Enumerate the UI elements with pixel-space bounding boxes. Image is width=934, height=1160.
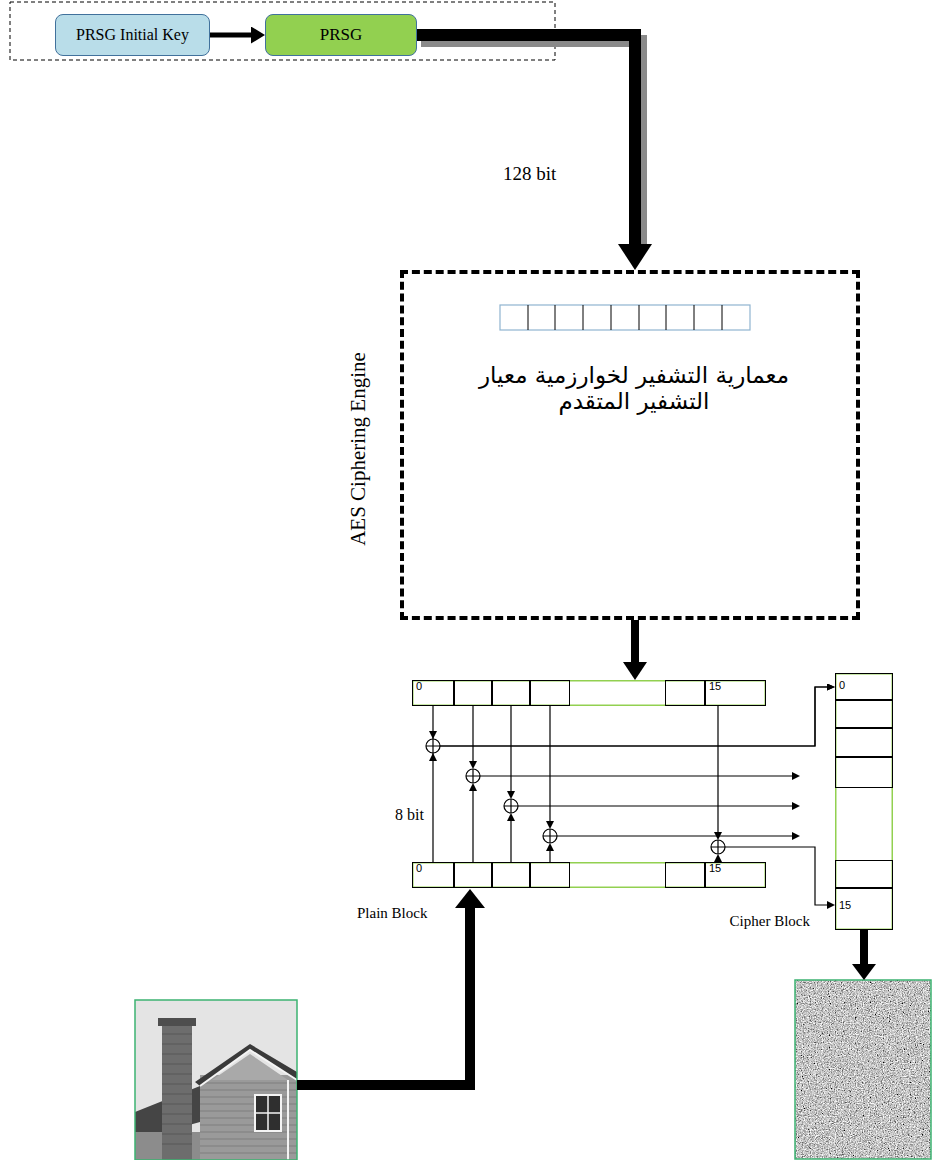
- register-cell: [666, 681, 705, 706]
- register-cell: [666, 863, 705, 888]
- state-register: [500, 305, 750, 330]
- register-cell: [836, 889, 893, 930]
- arrow-shadow: [421, 41, 641, 250]
- register-cell: [531, 863, 570, 888]
- key-box: PRSG Initial Key: [55, 14, 210, 56]
- image-arrows: [297, 889, 876, 1085]
- bit-width-label: 8 bit: [395, 806, 424, 824]
- register-cell: [836, 701, 893, 728]
- house-image: [135, 1000, 297, 1160]
- cipher-noise-image: [795, 980, 931, 1159]
- register-cell: [836, 758, 893, 788]
- byte-index: 0: [416, 680, 422, 692]
- bus-width-label: 128 bit: [503, 163, 556, 185]
- plain-block-register: 015Plain Block: [412, 862, 766, 888]
- register-cell: [413, 863, 454, 888]
- register-cell: [455, 681, 492, 706]
- register-cell: [493, 681, 530, 706]
- register-cell: [413, 681, 454, 706]
- xor-wire: [433, 687, 827, 862]
- generator-box: PRSG: [265, 14, 417, 56]
- register-frame: [413, 863, 766, 888]
- register-cell: [493, 863, 530, 888]
- data-flow-arrow: [631, 620, 639, 662]
- byte-index: 15: [709, 862, 721, 874]
- register-cell: [706, 681, 766, 706]
- data-flow-arrow: [417, 35, 635, 244]
- register-frame: [836, 674, 893, 930]
- register-cell: [836, 861, 893, 888]
- register-cell: [836, 729, 893, 757]
- block-label: Plain Block: [357, 905, 427, 922]
- byte-index: 15: [839, 899, 851, 911]
- register-cell: [455, 863, 492, 888]
- xor-symbol: [426, 739, 725, 854]
- register-cell: [531, 681, 570, 706]
- block-label: Cipher Block: [716, 913, 810, 930]
- generator-label: PRSG: [320, 25, 363, 45]
- register-cells: [835, 673, 893, 930]
- register-cell: [706, 863, 766, 888]
- byte-index: 0: [416, 862, 422, 874]
- engine-description: معمارية التشفير لخوارزمية معيار التشفير …: [454, 362, 814, 414]
- register-frame: [413, 681, 766, 706]
- data-flow-arrow: [210, 33, 251, 38]
- byte-index: 15: [709, 680, 721, 692]
- cipher-block-register: 015Cipher Block: [835, 673, 893, 930]
- key-stream-register: 0 15: [412, 680, 766, 706]
- cipher-engine-box: AES Ciphering Engineمعمارية التشفير لخوا…: [400, 270, 860, 620]
- key-label: PRSG Initial Key: [76, 26, 189, 44]
- engine-title: AES Ciphering Engine: [346, 319, 372, 579]
- register-cell: [836, 674, 893, 700]
- byte-index: 0: [839, 679, 845, 691]
